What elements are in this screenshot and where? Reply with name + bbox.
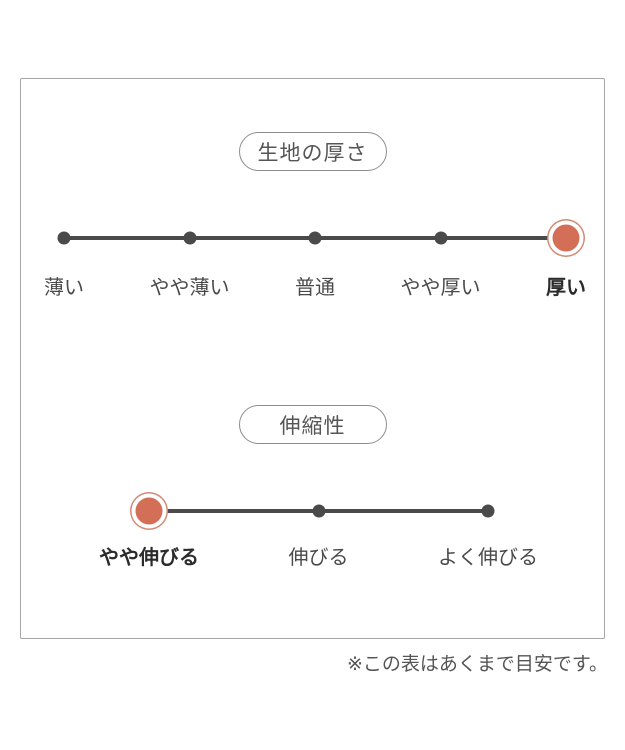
scale-label: やや厚い <box>400 277 481 299</box>
thickness-dot-2 <box>183 231 196 245</box>
stretch-dot-2 <box>312 504 325 518</box>
thickness-dot-5-selected <box>552 224 580 252</box>
thickness-title-badge: 生地の厚さ <box>238 132 387 171</box>
thickness-title: 生地の厚さ <box>257 141 368 165</box>
scale-label: 伸びる <box>288 547 349 569</box>
scale-label: 普通 <box>295 277 335 299</box>
thickness-labels: 薄い やや薄い 普通 やや厚い 厚い <box>44 275 586 301</box>
scale-label-selected: 厚い <box>546 277 586 299</box>
thickness-dot-3 <box>308 231 322 245</box>
stretch-labels: やや伸びる 伸びる よく伸びる <box>99 545 538 571</box>
scale-label: やや薄い <box>149 277 230 299</box>
spec-chart-panel: 生地の厚さ 薄い やや薄い 普通 やや厚い 厚い 伸縮性 やや伸びる 伸びる よ… <box>20 78 605 639</box>
stretch-dot-1-selected <box>135 497 163 525</box>
stretch-title-badge: 伸縮性 <box>238 405 387 444</box>
scale-label: 薄い <box>44 277 84 299</box>
stretch-dot-3 <box>481 504 495 518</box>
thickness-dot-1 <box>57 231 71 245</box>
stretch-title: 伸縮性 <box>279 414 346 438</box>
disclaimer-note: ※この表はあくまで目安です。 <box>346 654 608 675</box>
scale-label-selected: やや伸びる <box>99 547 199 569</box>
thickness-dot-4 <box>434 231 447 245</box>
scale-label: よく伸びる <box>438 547 538 569</box>
